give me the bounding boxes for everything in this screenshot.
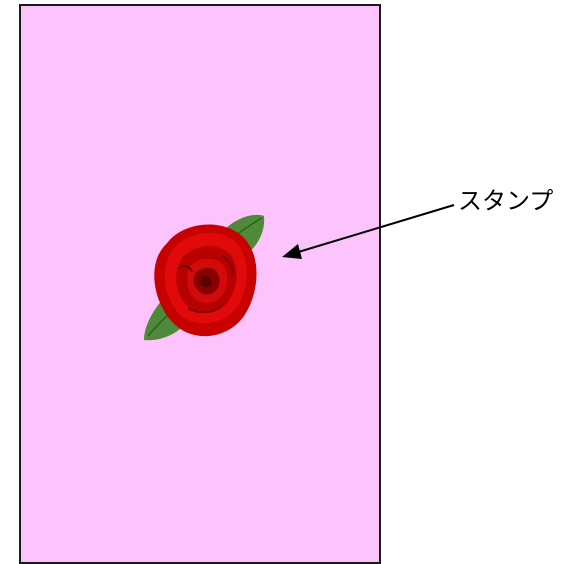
rose-icon[interactable] [138, 208, 270, 348]
stamp-callout-label: スタンプ [458, 186, 553, 216]
